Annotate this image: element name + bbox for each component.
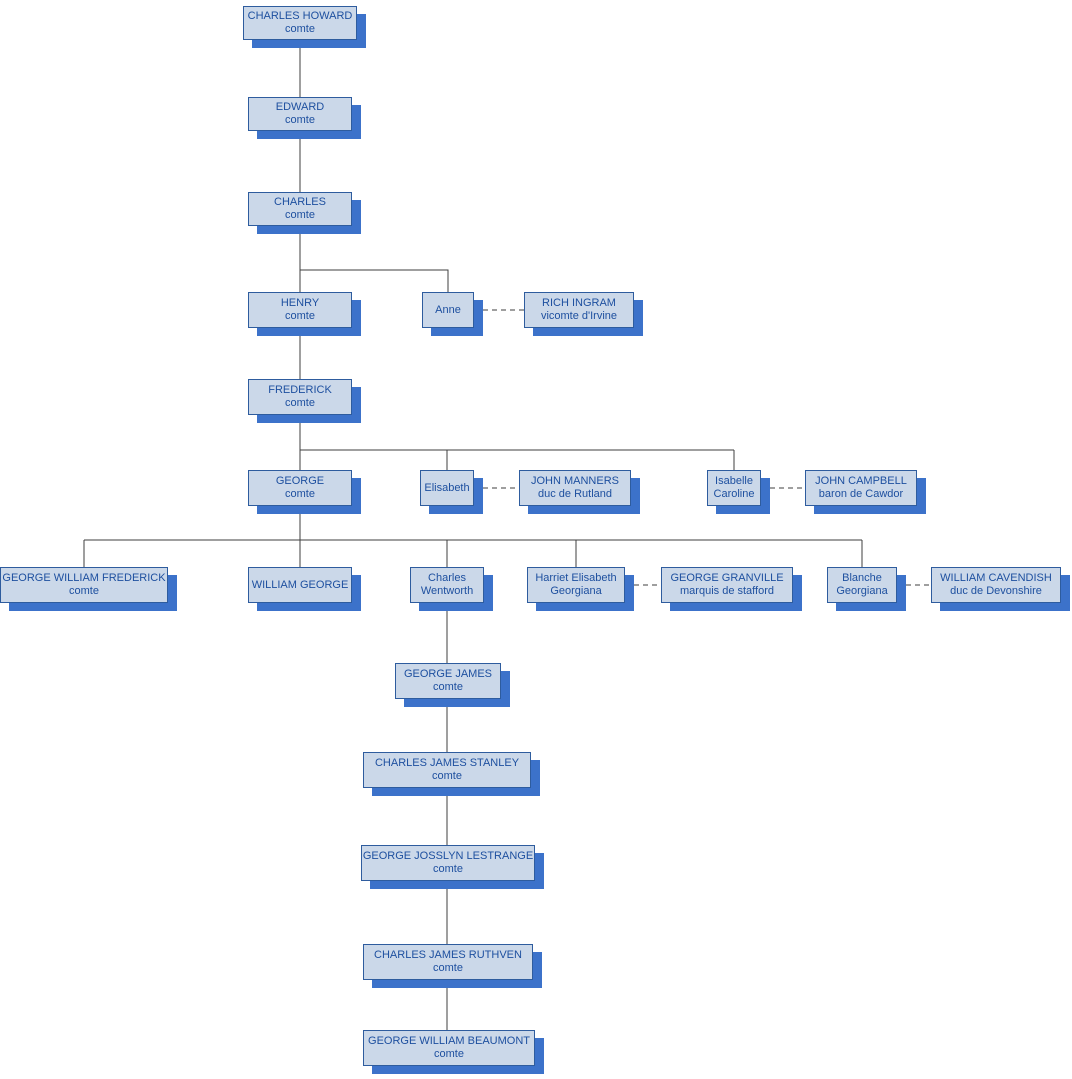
person-title: comte (285, 114, 315, 126)
person-title: comte (433, 863, 463, 875)
person-name: Charles (428, 572, 466, 584)
person-name: WILLIAM CAVENDISH (940, 572, 1052, 584)
person-name: Elisabeth (424, 481, 470, 494)
person-name: GEORGE GRANVILLE (670, 572, 784, 584)
person-name: GEORGE JAMES (403, 668, 493, 680)
person-name: GEORGE (275, 475, 325, 487)
person-title: comte (433, 681, 463, 693)
person-name: HENRY (280, 297, 320, 309)
person-node-elisabeth[interactable]: Elisabeth (420, 470, 474, 506)
person-title: comte (285, 23, 315, 35)
person-name: CHARLES HOWARD (247, 10, 353, 22)
person-name: CHARLES JAMES RUTHVEN (374, 949, 522, 961)
person-name: JOHN CAMPBELL (815, 475, 907, 487)
person-name: GEORGE JOSSLYN LESTRANGE (362, 850, 534, 862)
person-name: Isabelle (715, 475, 753, 487)
person-title: comte (433, 962, 463, 974)
person-name: Blanche (842, 572, 882, 584)
person-name: GEORGE WILLIAM FREDERICK (2, 572, 166, 584)
person-name: Anne (435, 303, 461, 316)
person-title: Georgiana (836, 585, 888, 597)
person-name: FREDERICK (268, 384, 332, 396)
person-title: duc de Devonshire (950, 585, 1042, 597)
person-title: comte (432, 770, 462, 782)
person-name: GEORGE WILLIAM BEAUMONT (368, 1035, 530, 1047)
person-node-william-george[interactable]: WILLIAM GEORGE (248, 567, 352, 603)
person-name: WILLIAM GEORGE (251, 578, 349, 591)
person-title: comte (69, 585, 99, 597)
person-name: CHARLES JAMES STANLEY (374, 757, 520, 769)
person-title: comte (285, 209, 315, 221)
person-title: comte (285, 488, 315, 500)
person-title: duc de Rutland (538, 488, 612, 500)
person-title: comte (285, 397, 315, 409)
person-node-anne[interactable]: Anne (422, 292, 474, 328)
person-title: comte (434, 1048, 464, 1060)
person-name: EDWARD (275, 101, 325, 113)
person-name: CHARLES (274, 196, 326, 208)
person-name: Harriet Elisabeth (535, 572, 617, 584)
person-title: vicomte d'Irvine (540, 310, 618, 322)
person-title: Caroline (713, 488, 755, 500)
person-name: RICH INGRAM (542, 297, 616, 309)
person-title: Wentworth (420, 585, 474, 597)
descent-connector-line (300, 269, 449, 292)
person-title: baron de Cawdor (818, 488, 904, 500)
person-name: JOHN MANNERS (530, 475, 619, 487)
person-title: comte (285, 310, 315, 322)
person-title: Georgiana (550, 585, 602, 597)
person-title: marquis de stafford (680, 585, 774, 597)
